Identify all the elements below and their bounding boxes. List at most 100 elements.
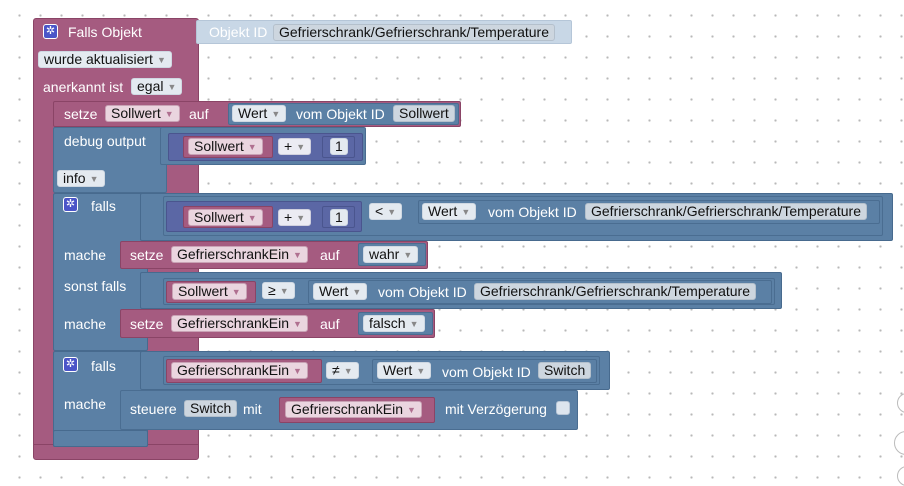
debug-var: Sollwert bbox=[194, 138, 244, 154]
do2-var-dropdown[interactable]: GefrierschrankEin▼ bbox=[171, 315, 308, 332]
if2-wert: Wert bbox=[383, 362, 413, 378]
number-field[interactable]: 1 bbox=[330, 138, 348, 155]
do2-setze-label: setze bbox=[130, 316, 164, 332]
elif-cmp-dropdown[interactable]: ≥▼ bbox=[262, 282, 295, 299]
dropdown-arrow-icon: ▼ bbox=[293, 319, 302, 329]
do2-var: GefrierschrankEin bbox=[177, 315, 290, 331]
mit-var-dropdown[interactable]: GefrierschrankEin▼ bbox=[285, 401, 422, 418]
op-dropdown[interactable]: +▼ bbox=[278, 138, 312, 155]
bool-falsch-dropdown[interactable]: falsch▼ bbox=[363, 315, 425, 332]
dropdown-arrow-icon: ▼ bbox=[231, 287, 241, 297]
if1-var-dropdown[interactable]: Sollwert▼ bbox=[188, 209, 263, 226]
if1-cmp-dropdown[interactable]: <▼ bbox=[369, 203, 403, 220]
op-value: + bbox=[284, 138, 293, 154]
gear-icon[interactable]: ✲ bbox=[63, 357, 78, 372]
debug-label: debug output bbox=[64, 133, 146, 149]
bool-wahr-dropdown[interactable]: wahr▼ bbox=[363, 246, 419, 263]
dropdown-arrow-icon: ▼ bbox=[296, 213, 306, 223]
dropdown-arrow-icon: ▼ bbox=[293, 250, 302, 260]
if2-vom-label: vom Objekt ID bbox=[442, 364, 531, 380]
if2-wert-dropdown[interactable]: Wert▼ bbox=[377, 362, 432, 379]
elif-wert-dropdown[interactable]: Wert▼ bbox=[313, 283, 368, 300]
sollwert-oid[interactable]: Sollwert bbox=[393, 105, 455, 122]
if2-mache-label: mache bbox=[64, 396, 107, 412]
steuere-oid[interactable]: Switch bbox=[184, 400, 238, 417]
debug-level-dropdown[interactable]: info▼ bbox=[57, 170, 105, 187]
workspace-control-2[interactable] bbox=[894, 431, 904, 455]
if2-footer bbox=[53, 430, 148, 447]
mit-var: GefrierschrankEin bbox=[291, 401, 404, 417]
if1-wert-dropdown[interactable]: Wert▼ bbox=[422, 203, 477, 220]
if1-oid[interactable]: Gefrierschrank/Gefrierschrank/Temperatur… bbox=[585, 203, 867, 220]
delay-checkbox[interactable] bbox=[556, 401, 570, 415]
dropdown-arrow-icon: ▼ bbox=[352, 287, 362, 297]
dropdown-arrow-icon: ▼ bbox=[296, 142, 306, 152]
steuere-label: steuere bbox=[130, 401, 177, 417]
do2-auf-label: auf bbox=[320, 316, 340, 332]
elif-var-dropdown[interactable]: Sollwert▼ bbox=[172, 283, 247, 300]
elif-wert: Wert bbox=[319, 283, 349, 299]
if1-number-field[interactable]: 1 bbox=[330, 209, 348, 226]
gear-icon[interactable]: ✲ bbox=[63, 197, 78, 212]
auf-label: auf bbox=[189, 106, 209, 122]
ack-value: egal bbox=[137, 78, 164, 94]
event-title: Falls Objekt bbox=[68, 24, 142, 40]
elif-vom-label: vom Objekt ID bbox=[378, 284, 467, 300]
objekt-id-value[interactable]: Gefrierschrank/Gefrierschrank/Temperatur… bbox=[273, 24, 555, 41]
if2-falls-label: falls bbox=[91, 358, 116, 374]
if2-oid[interactable]: Switch bbox=[538, 362, 592, 379]
elif-cmp: ≥ bbox=[268, 282, 276, 298]
sollwert-var: Sollwert bbox=[111, 105, 161, 121]
ack-dropdown[interactable]: egal▼ bbox=[131, 78, 183, 95]
dropdown-arrow-icon: ▼ bbox=[164, 109, 174, 119]
dropdown-arrow-icon: ▼ bbox=[416, 366, 426, 376]
trigger-value: wurde aktualisiert bbox=[44, 51, 153, 67]
mache-label: mache bbox=[64, 247, 107, 263]
dropdown-arrow-icon: ▼ bbox=[407, 405, 416, 415]
if1-vom-label: vom Objekt ID bbox=[488, 204, 577, 220]
mache2-label: mache bbox=[64, 316, 107, 332]
elif-oid[interactable]: Gefrierschrank/Gefrierschrank/Temperatur… bbox=[474, 283, 756, 300]
dropdown-arrow-icon: ▼ bbox=[293, 366, 302, 376]
dropdown-arrow-icon: ▼ bbox=[89, 174, 99, 184]
do-auf-label: auf bbox=[320, 247, 340, 263]
if1-op-dropdown[interactable]: +▼ bbox=[278, 209, 312, 226]
dropdown-arrow-icon: ▼ bbox=[409, 319, 419, 329]
do-var-dropdown[interactable]: GefrierschrankEin▼ bbox=[171, 246, 308, 263]
wert-value: Wert bbox=[238, 105, 268, 121]
if2-var: GefrierschrankEin bbox=[177, 362, 290, 378]
dropdown-arrow-icon: ▼ bbox=[403, 250, 413, 260]
bool-wahr: wahr bbox=[369, 246, 400, 262]
elif-var: Sollwert bbox=[178, 283, 228, 299]
dropdown-arrow-icon: ▼ bbox=[247, 142, 257, 152]
setze-label: setze bbox=[64, 106, 98, 122]
workspace-control-1[interactable] bbox=[897, 393, 904, 413]
delay-label: mit Verzögerung bbox=[445, 401, 547, 417]
dropdown-arrow-icon: ▼ bbox=[387, 207, 397, 217]
if1-var: Sollwert bbox=[194, 209, 244, 225]
if1-cmp: < bbox=[375, 203, 384, 219]
if2-cmp-dropdown[interactable]: ≠▼ bbox=[326, 362, 359, 379]
do-var: GefrierschrankEin bbox=[177, 246, 290, 262]
trigger-dropdown[interactable]: wurde aktualisiert▼ bbox=[38, 51, 172, 68]
wert-dropdown[interactable]: Wert▼ bbox=[232, 105, 287, 122]
workspace-control-3[interactable] bbox=[897, 466, 904, 486]
mit-label: mit bbox=[243, 401, 262, 417]
dropdown-arrow-icon: ▼ bbox=[461, 207, 471, 217]
if2-var-dropdown[interactable]: GefrierschrankEin▼ bbox=[171, 362, 308, 379]
vom-objekt-label: vom Objekt ID bbox=[296, 106, 385, 122]
falls-label: falls bbox=[91, 198, 116, 214]
sollwert-var-dropdown[interactable]: Sollwert▼ bbox=[105, 105, 180, 122]
sonst-falls-label: sonst falls bbox=[64, 278, 127, 294]
dropdown-arrow-icon: ▼ bbox=[343, 366, 353, 376]
do-setze-label: setze bbox=[130, 247, 164, 263]
if1-op: + bbox=[284, 209, 293, 225]
gear-icon[interactable]: ✲ bbox=[43, 24, 58, 39]
objekt-id-label: Objekt ID bbox=[209, 24, 268, 40]
if1-wert: Wert bbox=[428, 203, 458, 219]
ack-label: anerkannt ist bbox=[43, 79, 124, 95]
dropdown-arrow-icon: ▼ bbox=[167, 82, 177, 92]
dropdown-arrow-icon: ▼ bbox=[279, 286, 289, 296]
debug-var-dropdown[interactable]: Sollwert▼ bbox=[188, 138, 263, 155]
debug-level: info bbox=[63, 170, 86, 186]
